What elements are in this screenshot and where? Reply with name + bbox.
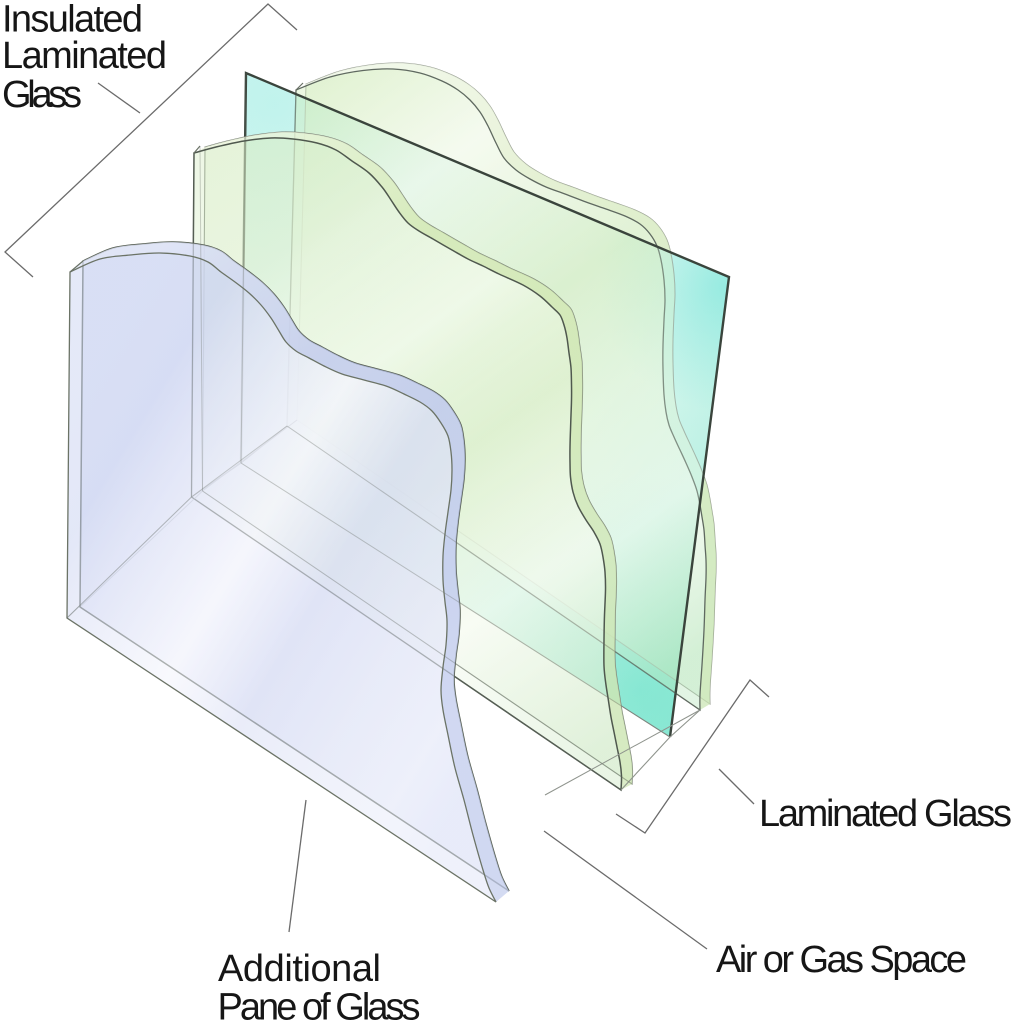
svg-text:Laminated Glass: Laminated Glass (759, 793, 1012, 835)
svg-text:Insulated: Insulated (2, 0, 143, 41)
svg-text:Air or Gas Space: Air or Gas Space (716, 939, 967, 981)
svg-text:Glass: Glass (2, 74, 82, 116)
svg-text:Additional: Additional (218, 948, 381, 990)
svg-text:Laminated: Laminated (2, 35, 167, 77)
svg-text:Pane of Glass: Pane of Glass (218, 987, 421, 1028)
